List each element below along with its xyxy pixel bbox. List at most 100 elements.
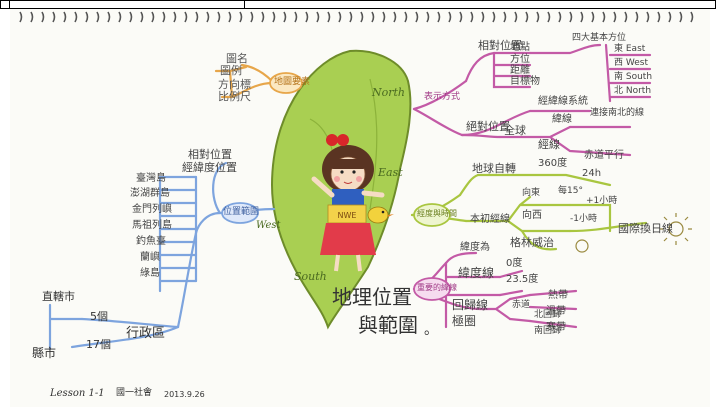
spiral-ring: [272, 11, 276, 23]
spiral-ring: [393, 11, 397, 23]
spiral-ring: [41, 11, 45, 23]
island-item: 釣魚臺: [136, 236, 166, 247]
spiral-ring: [250, 11, 254, 23]
spiral-ring: [19, 11, 23, 23]
spiral-ring: [569, 11, 573, 23]
admin-city-label: 直轄市: [42, 290, 75, 303]
lines-num: 23.5度: [506, 274, 539, 285]
spiral-ring: [162, 11, 166, 23]
spiral-ring: [151, 11, 155, 23]
svg-text:NWE: NWE: [338, 211, 357, 220]
spiral-ring: [74, 11, 78, 23]
west-label: West: [256, 220, 281, 231]
time-hub-bubble: [413, 203, 451, 227]
plus-hour: +1小時: [586, 196, 618, 206]
direction-item: 北 North: [614, 86, 652, 96]
spiral-ring: [305, 11, 309, 23]
lesson-label: Lesson 1-1: [50, 388, 105, 399]
sun-drawing-icon: [575, 213, 692, 253]
map-hub-label: 地圖要素: [274, 77, 311, 87]
spiral-ring: [635, 11, 639, 23]
spiral-ring: [283, 11, 287, 23]
spiral-ring: [437, 11, 441, 23]
spiral-ring: [668, 11, 672, 23]
spiral-ring: [63, 11, 67, 23]
relative-label: 相對位置: [478, 39, 522, 52]
spiral-ring: [228, 11, 232, 23]
sketchbook-page: NWE: [10, 9, 710, 407]
date-label: 2013.9.26: [164, 390, 205, 399]
border-cell: [9, 0, 245, 9]
grid-system: 經緯線系統: [538, 96, 588, 107]
spiral-ring: [492, 11, 496, 23]
admin-city-count: 5個: [90, 310, 108, 323]
spiral-ring: [338, 11, 342, 23]
lines-item: 極圈: [452, 314, 477, 328]
spiral-binding-icon: [19, 11, 694, 23]
zone-item: 寒帶: [546, 322, 566, 333]
per-degree: 每15°: [558, 186, 583, 196]
spiral-ring: [624, 11, 628, 23]
spiral-ring: [481, 11, 485, 23]
spiral-ring: [206, 11, 210, 23]
globe-label: 全球: [504, 124, 526, 137]
map-item: 圖名: [226, 52, 248, 65]
direction-item: 南 South: [614, 72, 653, 82]
spiral-ring: [360, 11, 364, 23]
spiral-ring: [349, 11, 353, 23]
border-cell: [244, 0, 716, 9]
direction-east: 向東: [522, 188, 541, 198]
lines-hub-bubble: [413, 277, 451, 301]
spiral-ring: [404, 11, 408, 23]
relative-item: 地點: [510, 42, 530, 53]
east-label: East: [378, 166, 403, 179]
lines-line: 北回歸: [534, 310, 562, 320]
spiral-ring: [327, 11, 331, 23]
island-item: 蘭嶼: [140, 252, 160, 263]
branch-represent-lines: [412, 43, 652, 157]
minus-hour: -1小時: [570, 214, 597, 224]
island-item: 綠島: [140, 268, 160, 279]
spiral-ring: [52, 11, 56, 23]
spiral-ring: [646, 11, 650, 23]
spiral-ring: [195, 11, 199, 23]
south-label: South: [294, 270, 327, 283]
spiral-ring: [30, 11, 34, 23]
island-item: 臺灣島: [136, 173, 166, 184]
center-title-mark: 。: [424, 322, 438, 338]
island-item: 澎湖群島: [130, 188, 170, 199]
girl-illustration-icon: NWE: [311, 134, 385, 272]
spiral-ring: [690, 11, 694, 23]
direction-item: 西 West: [614, 58, 648, 68]
spiral-ring: [580, 11, 584, 23]
page-top-border: [0, 0, 716, 9]
lon-label: 經線: [538, 138, 560, 151]
spiral-ring: [184, 11, 188, 23]
degrees-label: 360度: [538, 158, 568, 169]
spiral-ring: [96, 11, 100, 23]
lines-item: 緯度為: [460, 242, 490, 253]
mind-map-drawing: NWE: [10, 9, 710, 407]
greenwich: 格林威治: [510, 236, 554, 249]
spiral-ring: [107, 11, 111, 23]
lines-num: 0度: [506, 258, 523, 269]
spiral-ring: [140, 11, 144, 23]
lines-item: 回歸線: [452, 298, 489, 312]
spiral-ring: [459, 11, 463, 23]
spiral-ring: [217, 11, 221, 23]
spiral-ring: [448, 11, 452, 23]
spiral-ring: [371, 11, 375, 23]
north-label: North: [372, 86, 406, 99]
lat-desc: 連接南北的線: [590, 108, 645, 118]
map-hub-bubble: [269, 72, 303, 94]
map-item: 方向標: [218, 78, 251, 91]
island-item: 馬祖列島: [132, 220, 172, 231]
direction-west: 向西: [522, 210, 542, 221]
direction-item: 東 East: [614, 44, 646, 54]
spiral-ring: [679, 11, 683, 23]
time-hub-label: 經度與時間: [417, 209, 457, 218]
center-title-line2: 與範圍: [358, 313, 418, 337]
zone-item: 熱帶: [548, 290, 568, 301]
location-hub-label: 位置範圍: [223, 207, 260, 217]
spiral-ring: [558, 11, 562, 23]
